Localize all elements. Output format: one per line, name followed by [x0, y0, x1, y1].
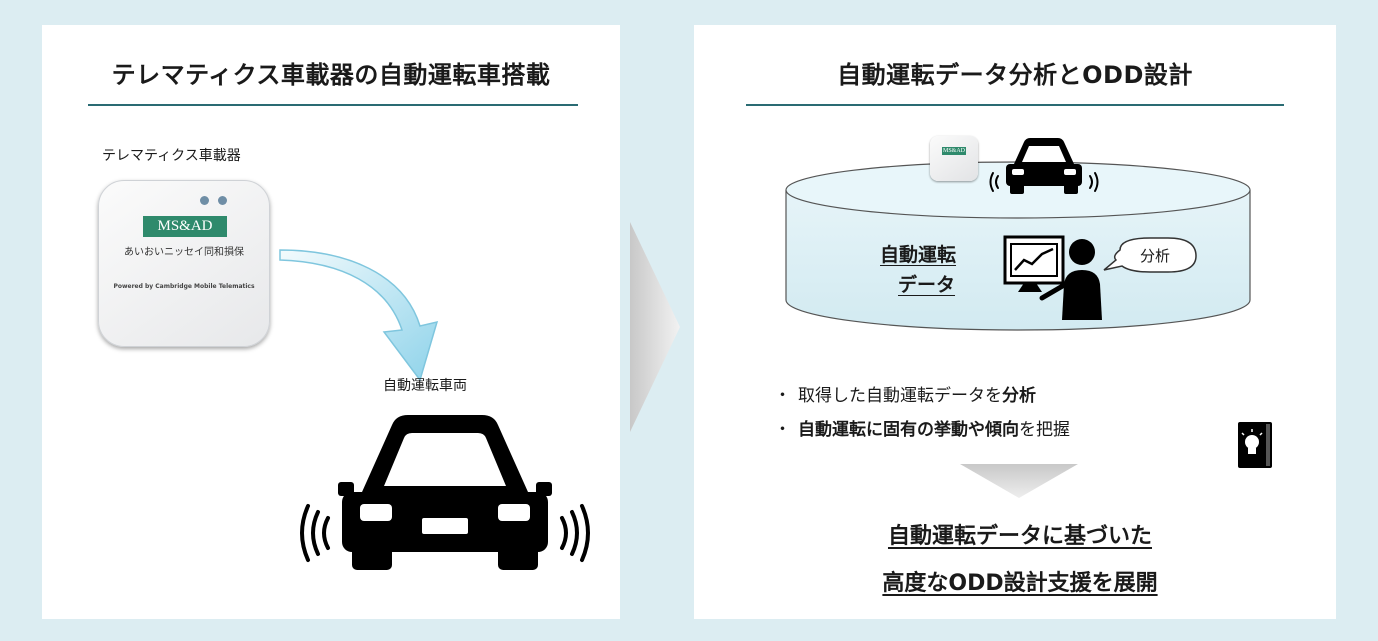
device-powered-by: Powered by Cambridge Mobile Telematics: [113, 283, 255, 290]
bullet-item: ・自動運転に固有の挙動や傾向を把握: [774, 415, 1070, 449]
data-label-line1: 自動運転: [880, 244, 957, 266]
data-label-line2: データ: [898, 274, 956, 296]
autonomous-car-icon: [300, 415, 590, 570]
bullet-bold-text: 分析: [1002, 386, 1036, 406]
chevron-right-icon: [630, 222, 680, 432]
bullet-bold-text: 自動運転に固有の挙動や傾向: [798, 420, 1019, 440]
right-title-rule: [746, 104, 1284, 106]
bullet-marker: ・: [774, 420, 791, 440]
device-led-1: [200, 196, 209, 205]
down-arrow-icon: [960, 464, 1078, 498]
analyst-icon: [1003, 235, 1102, 320]
result-line-2: 高度なODD設計支援を展開: [882, 571, 1158, 596]
lightbulb-book-icon: [1238, 422, 1272, 468]
left-panel-title: テレマティクス車載器の自動運転車搭載: [111, 61, 551, 89]
bullet-marker: ・: [774, 386, 791, 406]
right-panel-title: 自動運転データ分析とODD設計: [837, 61, 1193, 89]
left-title-rule: [88, 104, 578, 106]
result-line-1: 自動運転データに基づいた: [887, 524, 1152, 549]
small-car-icon: [989, 138, 1099, 194]
device-label: テレマティクス車載器: [102, 148, 241, 164]
telematics-device-image: MS&AD あいおいニッセイ同和損保 Powered by Cambridge …: [98, 180, 270, 347]
vehicle-label: 自動運転車両: [383, 378, 467, 394]
mini-device-logo: MS&AD: [942, 147, 966, 155]
bubble-text: 分析: [1140, 247, 1171, 265]
device-company: あいおいニッセイ同和損保: [124, 247, 244, 258]
mini-telematics-device: MS&AD: [930, 136, 978, 181]
speech-bubble-icon: [1103, 237, 1197, 273]
device-logo: MS&AD: [143, 216, 227, 237]
bullet-text-suffix: を把握: [1019, 420, 1070, 440]
bullet-item: ・取得した自動運転データを分析: [774, 381, 1070, 415]
device-led-2: [218, 196, 227, 205]
curved-arrow-icon: [279, 249, 439, 382]
bullet-text: 取得した自動運転データを: [798, 386, 1002, 406]
left-panel: テレマティクス車載器の自動運転車搭載 テレマティクス車載器 MS&AD あいおい…: [42, 25, 620, 619]
bullet-list: ・取得した自動運転データを分析 ・自動運転に固有の挙動や傾向を把握: [774, 381, 1070, 449]
